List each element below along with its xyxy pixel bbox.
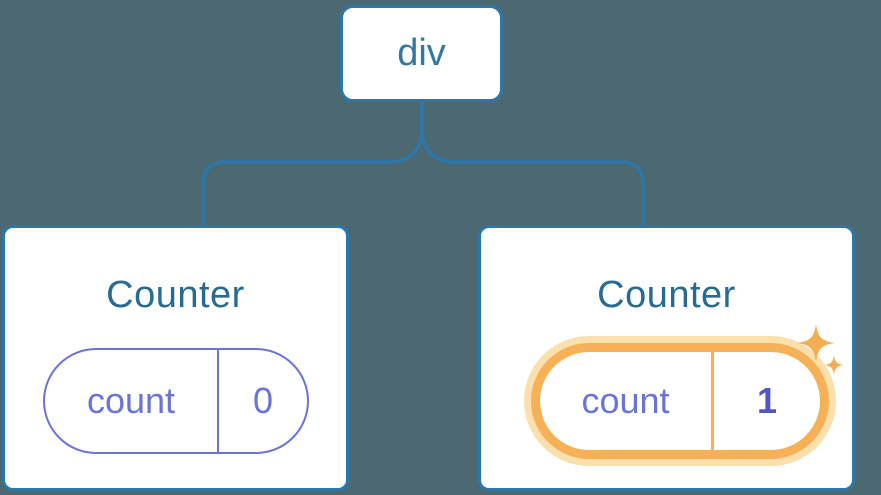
counter-title-right: Counter xyxy=(597,274,736,316)
state-key-label: count xyxy=(86,380,176,421)
counter-card-left: Counter count 0 xyxy=(2,225,349,491)
state-key-label: count xyxy=(581,380,670,421)
state-value: 1 xyxy=(711,352,820,450)
state-pill-right-highlighted: count 1 xyxy=(531,343,829,459)
state-pill-left: count 0 xyxy=(43,348,309,454)
root-node-label: div xyxy=(397,32,446,74)
counter-card-right: Counter count 1 xyxy=(478,225,855,491)
connector-left-branch xyxy=(201,100,424,226)
sparkle-icon xyxy=(797,324,844,375)
root-node-div: div xyxy=(340,5,503,102)
sparkle-small-star xyxy=(824,355,844,375)
state-value: 0 xyxy=(217,350,307,452)
connector-right-branch xyxy=(420,100,645,226)
sparkle-large-star xyxy=(797,324,835,362)
counter-title-left: Counter xyxy=(106,274,245,316)
